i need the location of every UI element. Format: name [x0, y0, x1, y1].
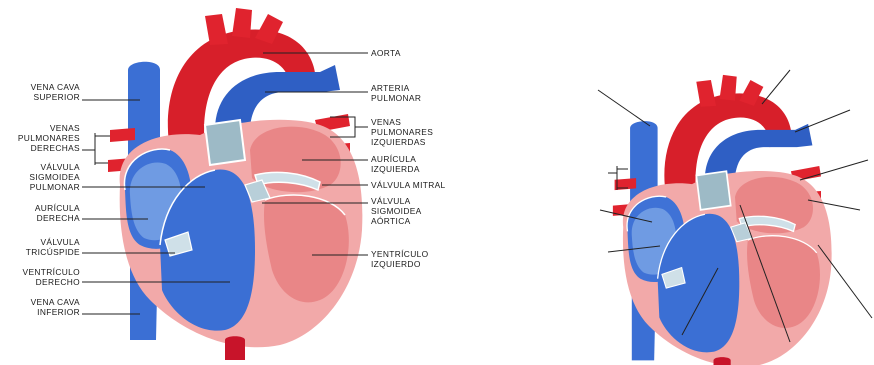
label-arteria-pulmonar: ARTERIA PULMONAR [371, 83, 471, 103]
label-ventriculo-izquierdo: YENTRÍCULO IZQUIERDO [371, 249, 471, 269]
label-venas-pulmonares-izquierdas: VENAS PULMONARES IZQUIERDAS [371, 117, 471, 147]
label-valvula-sigmoidea-pulmonar: VÁLVULA SIGMOIDEA PULMONAR [10, 162, 80, 192]
labeled-heart [108, 8, 362, 360]
label-auricula-derecha: AURÍCULA DERECHA [18, 203, 80, 223]
label-valvula-mitral: VÁLVULA MITRAL [371, 180, 471, 190]
label-ventriculo-derecho: VENTRÍCULO DERECHO [8, 267, 80, 287]
label-vena-cava-superior: VENA CAVA SUPERIOR [18, 82, 80, 102]
label-venas-pulmonares-derechas: VENAS PULMONARES DERECHAS [4, 123, 80, 153]
label-valvula-sigmoidea-aortica: VÁLVULA SIGMOIDEA AÓRTICA [371, 196, 471, 226]
label-aorta: AORTA [371, 48, 471, 58]
blank-heart [613, 75, 832, 365]
label-valvula-tricuspide: VÁLVULA TRICÚSPIDE [12, 237, 80, 257]
label-vena-cava-inferior: VENA CAVA INFERIOR [18, 297, 80, 317]
label-auricula-izquierda: AURÍCULA IZQUIERDA [371, 154, 471, 174]
